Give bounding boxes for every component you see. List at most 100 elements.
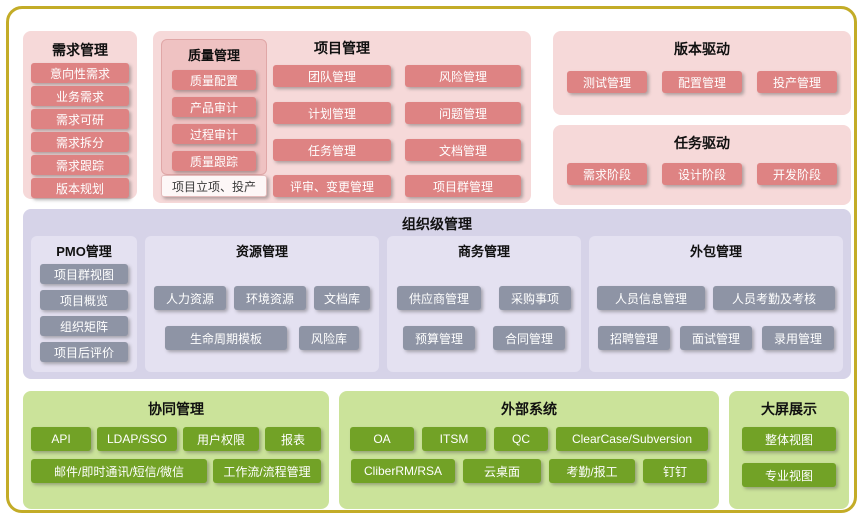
version-module-chip: 测试管理 bbox=[567, 71, 647, 93]
project-module-column-1: 团队管理 计划管理 任务管理 bbox=[273, 65, 391, 161]
pmo-module-chip: 项目概览 bbox=[40, 290, 128, 310]
resource-module-chip: 文档库 bbox=[314, 286, 370, 310]
quality-module-list: 质量配置 产品审计 过程审计 质量跟踪 bbox=[162, 70, 266, 171]
version-module-chip: 配置管理 bbox=[662, 71, 742, 93]
collaboration-panel: 协同管理 API LDAP/SSO 用户权限 报表 邮件/即时通讯/短信/微信 … bbox=[23, 391, 329, 509]
version-driven-title: 版本驱动 bbox=[674, 41, 730, 57]
organization-level-title: 组织级管理 bbox=[402, 216, 472, 232]
external-system-chip: 钉钉 bbox=[643, 459, 707, 483]
requirements-module-chip: 需求跟踪 bbox=[31, 155, 129, 175]
outsourcing-module-chip: 招聘管理 bbox=[598, 326, 670, 350]
task-module-chip: 需求阶段 bbox=[567, 163, 647, 185]
big-screen-title: 大屏展示 bbox=[761, 401, 817, 417]
outsourcing-module-chip: 面试管理 bbox=[680, 326, 752, 350]
collaboration-module-chip: 报表 bbox=[265, 427, 321, 451]
pmo-management-panel: PMO管理 项目群视图 项目概览 组织矩阵 项目后评价 bbox=[31, 236, 137, 372]
collaboration-module-chip: LDAP/SSO bbox=[97, 427, 177, 451]
external-system-chip: QC bbox=[494, 427, 548, 451]
collaboration-module-chip: 邮件/即时通讯/短信/微信 bbox=[31, 459, 207, 483]
business-module-chip: 预算管理 bbox=[403, 326, 475, 350]
task-driven-module-list: 需求阶段 设计阶段 开发阶段 bbox=[567, 163, 837, 185]
project-module-chip: 问题管理 bbox=[405, 102, 521, 124]
business-module-row-2: 预算管理 合同管理 bbox=[391, 326, 577, 350]
outsourcing-module-row-2: 招聘管理 面试管理 录用管理 bbox=[593, 326, 839, 350]
project-management-title: 项目管理 bbox=[314, 40, 370, 56]
program-management-chip: 项目群管理 bbox=[405, 175, 521, 197]
business-module-chip: 采购事项 bbox=[499, 286, 571, 310]
external-system-chip: ITSM bbox=[422, 427, 486, 451]
requirements-module-chip: 业务需求 bbox=[31, 86, 129, 106]
big-screen-panel: 大屏展示 整体视图 专业视图 bbox=[729, 391, 849, 509]
big-screen-module-list: 整体视图 专业视图 bbox=[729, 427, 849, 487]
collaboration-module-chip: 工作流/流程管理 bbox=[213, 459, 321, 483]
external-system-chip: 考勤/报工 bbox=[549, 459, 635, 483]
business-management-panel: 商务管理 供应商管理 采购事项 预算管理 合同管理 bbox=[387, 236, 581, 372]
external-system-chip: CliberRM/RSA bbox=[351, 459, 455, 483]
business-module-row-1: 供应商管理 采购事项 bbox=[391, 286, 577, 310]
project-module-chip: 任务管理 bbox=[273, 139, 391, 161]
quality-module-chip: 产品审计 bbox=[172, 97, 256, 117]
resource-module-chip: 环境资源 bbox=[234, 286, 306, 310]
version-module-chip: 投产管理 bbox=[757, 71, 837, 93]
resource-module-chip: 人力资源 bbox=[154, 286, 226, 310]
resource-module-row-1: 人力资源 环境资源 文档库 bbox=[149, 286, 375, 310]
collaboration-module-chip: API bbox=[31, 427, 91, 451]
requirements-title: 需求管理 bbox=[52, 42, 108, 58]
requirements-module-chip: 版本规划 bbox=[31, 178, 129, 198]
version-driven-module-list: 测试管理 配置管理 投产管理 bbox=[567, 71, 837, 93]
business-management-title: 商务管理 bbox=[457, 244, 510, 259]
external-systems-row-2: CliberRM/RSA 云桌面 考勤/报工 钉钉 bbox=[347, 459, 711, 483]
outsourcing-module-chip: 人员信息管理 bbox=[597, 286, 705, 310]
external-systems-panel: 外部系统 OA ITSM QC ClearCase/Subversion Cli… bbox=[339, 391, 719, 509]
organization-level-panel: 组织级管理 PMO管理 项目群视图 项目概览 组织矩阵 项目后评价 资源管理 人… bbox=[23, 209, 851, 379]
resource-management-panel: 资源管理 人力资源 环境资源 文档库 生命周期模板 风险库 bbox=[145, 236, 379, 372]
pmo-module-chip: 项目后评价 bbox=[40, 342, 128, 362]
business-module-chip: 供应商管理 bbox=[397, 286, 481, 310]
task-module-chip: 开发阶段 bbox=[757, 163, 837, 185]
project-module-chip: 团队管理 bbox=[273, 65, 391, 87]
diagram-frame: 需求管理 意向性需求 业务需求 需求可研 需求拆分 需求跟踪 版本规划 项目管理… bbox=[6, 6, 857, 513]
requirements-module-chip: 需求拆分 bbox=[31, 132, 129, 152]
quality-module-chip: 质量配置 bbox=[172, 70, 256, 90]
external-systems-title: 外部系统 bbox=[501, 401, 557, 417]
project-management-panel: 项目管理 质量管理 质量配置 产品审计 过程审计 质量跟踪 团队管理 计划管理 … bbox=[153, 31, 531, 203]
big-screen-module-chip: 整体视图 bbox=[742, 427, 836, 451]
resource-module-chip: 生命周期模板 bbox=[165, 326, 287, 350]
requirements-module-chip: 意向性需求 bbox=[31, 63, 129, 83]
version-driven-panel: 版本驱动 测试管理 配置管理 投产管理 bbox=[553, 31, 851, 115]
business-module-chip: 合同管理 bbox=[493, 326, 565, 350]
collaboration-module-row-1: API LDAP/SSO 用户权限 报表 bbox=[31, 427, 321, 451]
collaboration-module-chip: 用户权限 bbox=[183, 427, 259, 451]
collaboration-module-row-2: 邮件/即时通讯/短信/微信 工作流/流程管理 bbox=[31, 459, 321, 483]
task-driven-title: 任务驱动 bbox=[674, 135, 730, 151]
collaboration-title: 协同管理 bbox=[148, 401, 204, 417]
quality-management-panel: 质量管理 质量配置 产品审计 过程审计 质量跟踪 bbox=[161, 39, 267, 175]
external-system-chip: ClearCase/Subversion bbox=[556, 427, 708, 451]
review-change-chip: 评审、变更管理 bbox=[273, 175, 391, 197]
project-initiation-chip: 项目立项、投产 bbox=[161, 175, 267, 197]
outsourcing-module-chip: 人员考勤及考核 bbox=[713, 286, 835, 310]
project-module-chip: 计划管理 bbox=[273, 102, 391, 124]
project-module-chip: 风险管理 bbox=[405, 65, 521, 87]
quality-module-chip: 过程审计 bbox=[172, 124, 256, 144]
external-systems-row-1: OA ITSM QC ClearCase/Subversion bbox=[347, 427, 711, 451]
external-system-chip: OA bbox=[350, 427, 414, 451]
big-screen-module-chip: 专业视图 bbox=[742, 463, 836, 487]
outsourcing-module-chip: 录用管理 bbox=[762, 326, 834, 350]
requirements-panel: 需求管理 意向性需求 业务需求 需求可研 需求拆分 需求跟踪 版本规划 bbox=[23, 31, 137, 199]
pmo-module-chip: 组织矩阵 bbox=[40, 316, 128, 336]
quality-module-chip: 质量跟踪 bbox=[172, 151, 256, 171]
project-module-chip: 文档管理 bbox=[405, 139, 521, 161]
external-system-chip: 云桌面 bbox=[463, 459, 541, 483]
outsourcing-management-title: 外包管理 bbox=[689, 244, 742, 259]
project-module-column-2: 风险管理 问题管理 文档管理 bbox=[405, 65, 521, 161]
pmo-module-chip: 项目群视图 bbox=[40, 264, 128, 284]
resource-module-chip: 风险库 bbox=[299, 326, 359, 350]
resource-management-title: 资源管理 bbox=[235, 244, 288, 259]
pmo-module-list: 项目群视图 项目概览 组织矩阵 项目后评价 bbox=[31, 264, 137, 362]
outsourcing-module-row-1: 人员信息管理 人员考勤及考核 bbox=[593, 286, 839, 310]
resource-module-row-2: 生命周期模板 风险库 bbox=[149, 326, 375, 350]
task-driven-panel: 任务驱动 需求阶段 设计阶段 开发阶段 bbox=[553, 125, 851, 205]
task-module-chip: 设计阶段 bbox=[662, 163, 742, 185]
pmo-management-title: PMO管理 bbox=[56, 244, 112, 259]
